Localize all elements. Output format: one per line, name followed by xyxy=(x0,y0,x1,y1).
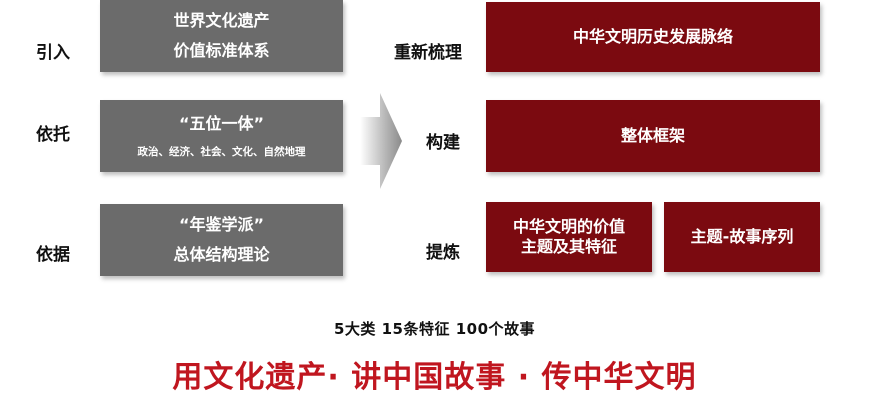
five-in-one-line1: “五位一体” xyxy=(178,114,265,133)
heritage-standard-box: 世界文化遗产 价值标准体系 xyxy=(100,0,343,72)
yearbook-school-box: “年鉴学派” 总体结构理论 xyxy=(100,204,343,276)
slogan-text: 用文化遗产· 讲中国故事 · 传中华文明 xyxy=(172,360,697,395)
five-in-one-line2: 政治、经济、社会、文化、自然地理 xyxy=(137,146,306,158)
value-themes-line2: 主题及其特征 xyxy=(520,237,617,256)
summary-text: 5大类 15条特征 100个故事 xyxy=(333,320,536,338)
theme-story-sequence-text: 主题-故事序列 xyxy=(690,227,794,246)
label-rely: 依托 xyxy=(36,125,70,145)
overall-framework-box: 整体框架 xyxy=(486,100,820,172)
overall-framework-text: 整体框架 xyxy=(620,126,685,145)
yearbook-box-line2: 总体结构理论 xyxy=(173,245,270,264)
heritage-box-line1: 世界文化遗产 xyxy=(173,11,270,30)
history-context-box: 中华文明历史发展脉络 xyxy=(486,2,820,72)
history-context-text: 中华文明历史发展脉络 xyxy=(572,27,733,46)
right-arrow-icon xyxy=(360,93,402,189)
theme-story-sequence-box: 主题-故事序列 xyxy=(664,202,820,272)
value-themes-box: 中华文明的价值 主题及其特征 xyxy=(486,202,652,272)
yearbook-box-line1: “年鉴学派” xyxy=(178,215,265,234)
label-intro: 引入 xyxy=(36,43,70,63)
label-build: 构建 xyxy=(426,133,460,153)
heritage-box-line2: 价值标准体系 xyxy=(173,41,270,60)
value-themes-line1: 中华文明的价值 xyxy=(512,217,625,236)
label-refine: 提炼 xyxy=(426,243,460,263)
label-sort: 重新梳理 xyxy=(394,43,462,63)
five-in-one-box: “五位一体” 政治、经济、社会、文化、自然地理 xyxy=(100,100,343,172)
label-basis: 依据 xyxy=(36,245,70,265)
